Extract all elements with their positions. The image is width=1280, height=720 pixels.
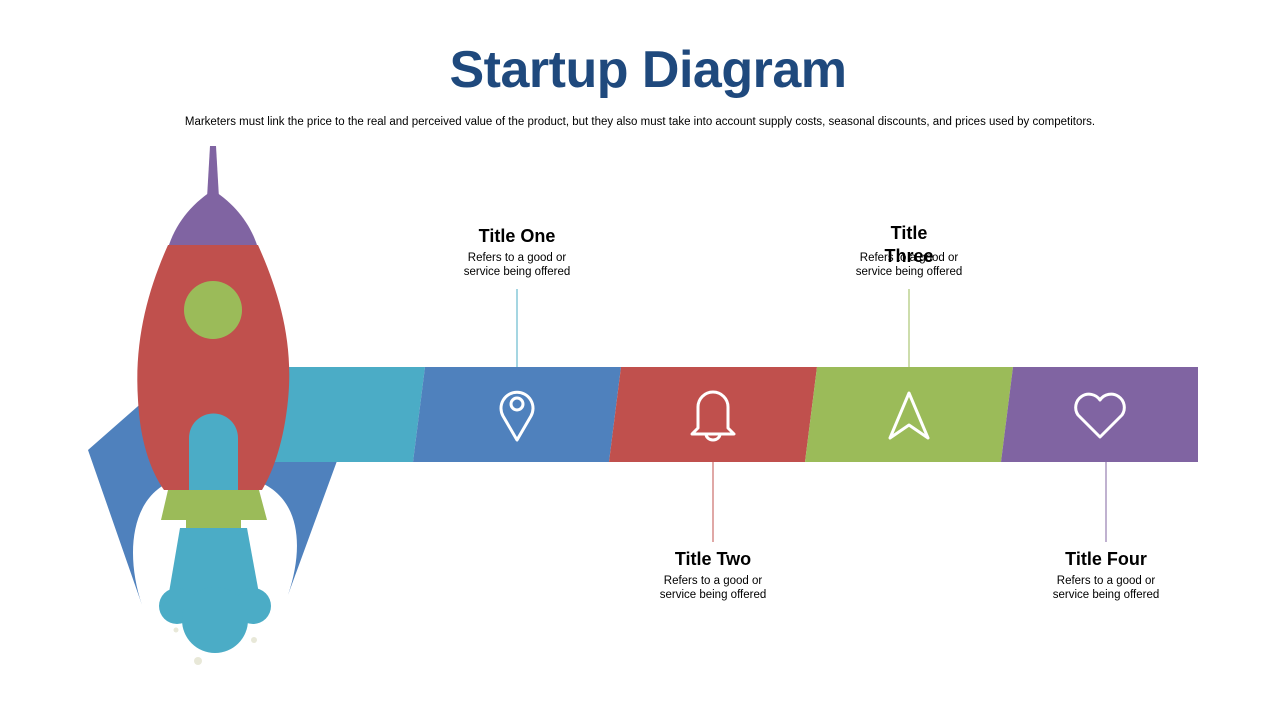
rocket-nozzle-neck — [186, 519, 241, 529]
step-three-description-line: service being offered — [855, 266, 963, 278]
rocket-body — [137, 245, 290, 490]
step-one-description-line: service being offered — [463, 266, 571, 278]
band-segment-purple — [1001, 367, 1198, 462]
band-segment-red — [609, 367, 817, 462]
band-segment-blue — [413, 367, 621, 462]
bell-icon — [690, 390, 736, 442]
rocket-nozzle — [161, 490, 267, 520]
exhaust-puff-bottom — [182, 587, 248, 653]
step-three-title: Title Three — [884, 223, 934, 266]
band-segment-green — [805, 367, 1013, 462]
navigation-arrow-icon — [888, 391, 930, 440]
step-four-description-line: service being offered — [1052, 589, 1160, 601]
step-two-title: Title Two — [674, 549, 752, 569]
slide-subtitle: Marketers must link the price to the rea… — [184, 116, 1096, 128]
step-two-description-line: Refers to a good or — [663, 575, 763, 587]
step-four-title: Title Four — [1065, 549, 1147, 569]
exhaust-particle — [251, 637, 257, 643]
rocket-door — [189, 413, 238, 490]
band-segment-teal — [250, 367, 425, 462]
step-one-description-line: Refers to a good or — [467, 252, 567, 264]
step-three-description-line: Refers to a good or — [859, 252, 959, 264]
exhaust-particle — [194, 657, 202, 665]
step-two-description: Refers to a good or service being offere… — [633, 574, 793, 602]
heart-icon — [1074, 392, 1126, 439]
step-two-description-line: service being offered — [659, 589, 767, 601]
rocket-window — [184, 281, 242, 339]
map-pin-icon — [499, 390, 535, 442]
step-four-description-line: Refers to a good or — [1056, 575, 1156, 587]
step-one-description: Refers to a good or service being offere… — [437, 251, 597, 279]
rocket-exhaust — [166, 528, 262, 610]
step-three-description: Refers to a good or service being offere… — [829, 251, 989, 279]
rocket-nose-cone — [168, 190, 258, 248]
slide-title: Startup Diagram — [449, 41, 847, 99]
exhaust-particle — [173, 627, 179, 633]
step-one-title: Title One — [478, 226, 556, 246]
step-four-description: Refers to a good or service being offere… — [1026, 574, 1186, 602]
rocket-antenna — [207, 146, 219, 198]
